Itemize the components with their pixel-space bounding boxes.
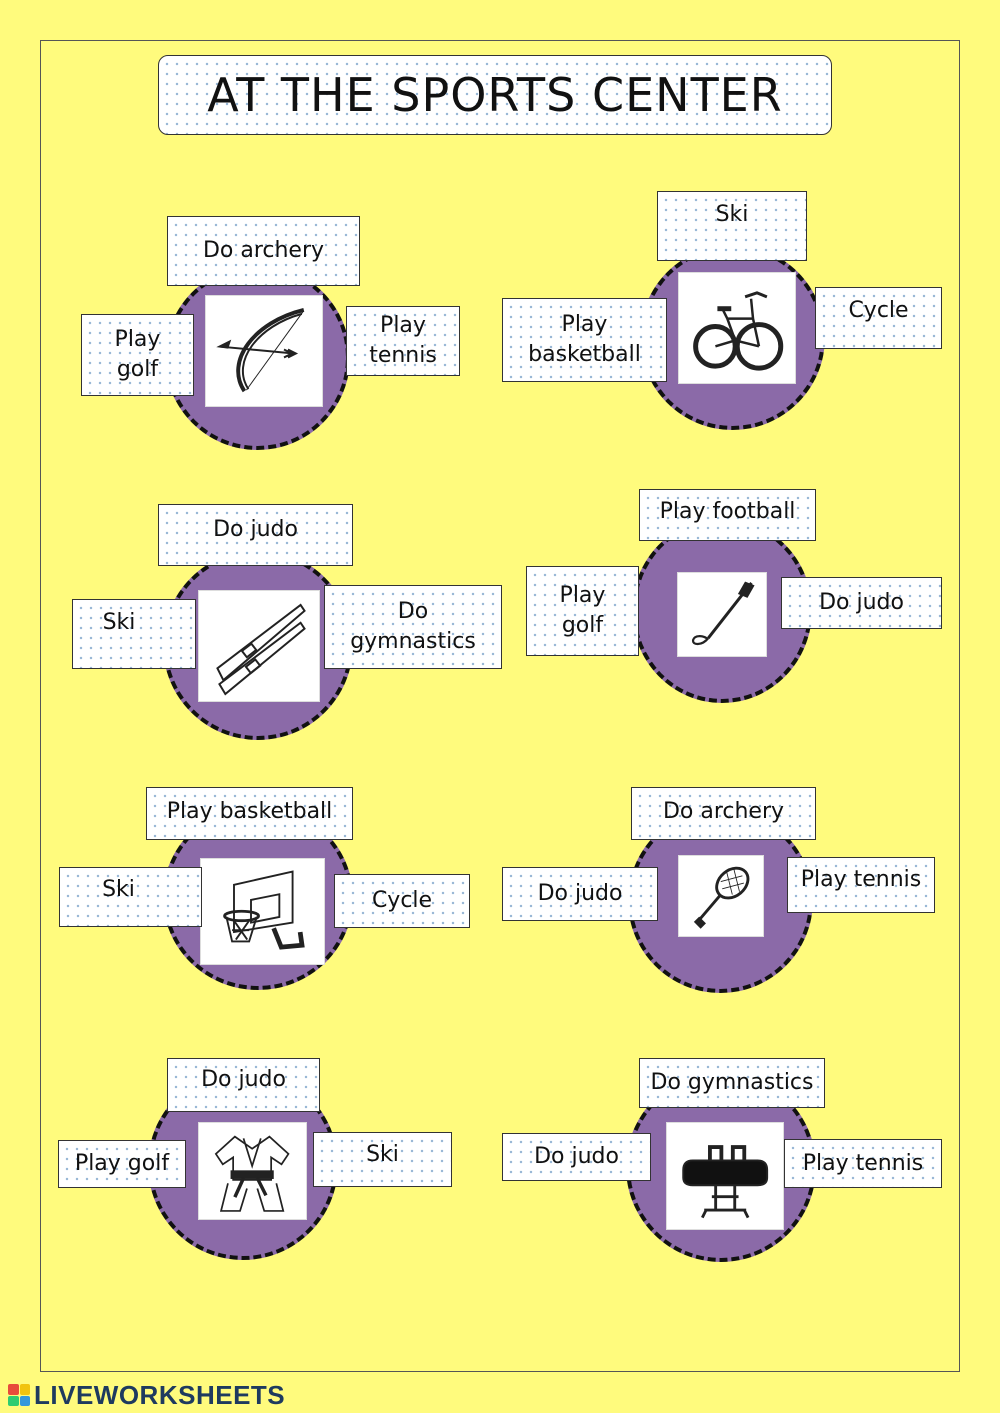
choice-right[interactable]: Ski — [313, 1132, 452, 1187]
choice-top[interactable]: Do archery — [631, 787, 816, 840]
choice-top[interactable]: Play football — [639, 489, 816, 541]
choice-left[interactable]: Ski — [59, 867, 202, 927]
choice-right[interactable]: Do judo — [781, 577, 942, 629]
choice-left[interactable]: Play basketball — [502, 298, 667, 382]
pommel-horse-icon — [666, 1122, 784, 1230]
choice-left[interactable]: Play golf — [81, 314, 194, 396]
choice-top[interactable]: Do archery — [167, 216, 360, 286]
golf-club-icon — [677, 572, 767, 657]
judo-gi-icon — [198, 1122, 307, 1220]
choice-left[interactable]: Do judo — [502, 1133, 651, 1181]
skis-icon — [198, 590, 320, 702]
choice-right[interactable]: Play tennis — [346, 306, 460, 376]
choice-top[interactable]: Ski — [657, 191, 807, 261]
basketball-hoop-icon — [200, 858, 325, 965]
choice-right[interactable]: Play tennis — [787, 857, 935, 913]
choice-right[interactable]: Play tennis — [784, 1139, 942, 1188]
choice-top[interactable]: Do judo — [158, 504, 353, 566]
choice-top[interactable]: Do gymnastics — [639, 1058, 825, 1108]
tennis-racket-icon — [678, 855, 764, 937]
worksheet-frame — [40, 40, 960, 1372]
bow-and-arrow-icon — [205, 295, 323, 407]
choice-right[interactable]: Do gymnastics — [324, 585, 502, 669]
choice-left[interactable]: Do judo — [502, 867, 658, 921]
choice-top[interactable]: Play basketball — [146, 787, 353, 840]
footer-text: LIVEWORKSHEETS — [34, 1379, 286, 1410]
bicycle-icon — [678, 272, 796, 384]
footer-brand: LIVEWORKSHEETS — [8, 1380, 285, 1410]
choice-left[interactable]: Play golf — [58, 1140, 186, 1188]
choice-right[interactable]: Cycle — [334, 874, 470, 928]
liveworksheets-logo-icon — [8, 1384, 30, 1406]
choice-left[interactable]: Play golf — [526, 566, 639, 656]
choice-top[interactable]: Do judo — [167, 1058, 320, 1112]
page-title: AT THE SPORTS CENTER — [158, 55, 832, 135]
choice-right[interactable]: Cycle — [815, 287, 942, 349]
choice-left[interactable]: Ski — [72, 599, 196, 669]
